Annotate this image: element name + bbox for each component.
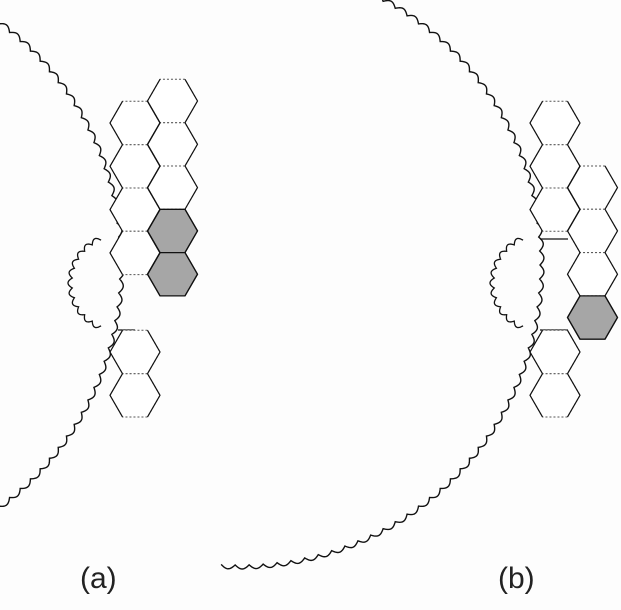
hex-side-edge (566, 208, 619, 253)
hex-side-edge (529, 373, 581, 418)
hex-side-edge (529, 101, 581, 145)
hex-side-edge (529, 330, 581, 374)
hex-side-edge (566, 165, 619, 210)
hex-cell (529, 329, 581, 375)
panel-b (220, 0, 619, 570)
panel-b-caption: (b) (498, 562, 535, 595)
hex-side-edge (109, 373, 161, 418)
small-cloud-region (67, 237, 102, 329)
hex-cell (109, 373, 161, 418)
hex-cell (529, 100, 581, 146)
panel-a (0, 22, 199, 508)
hex-side-edge (566, 252, 619, 297)
hex-cell (566, 252, 619, 297)
hex-cell (109, 329, 161, 375)
hex-side-edge (146, 208, 199, 253)
panel-a-caption: (a) (80, 562, 117, 595)
hex-side-edge (566, 295, 619, 340)
large-cloud-region (220, 0, 545, 570)
shaded-hex-cell (566, 295, 619, 340)
hex-side-edge (109, 330, 161, 374)
hex-side-edge (146, 252, 199, 297)
hex-cell (529, 373, 581, 418)
small-cloud-region (489, 237, 524, 329)
large-cloud-region (0, 22, 125, 508)
